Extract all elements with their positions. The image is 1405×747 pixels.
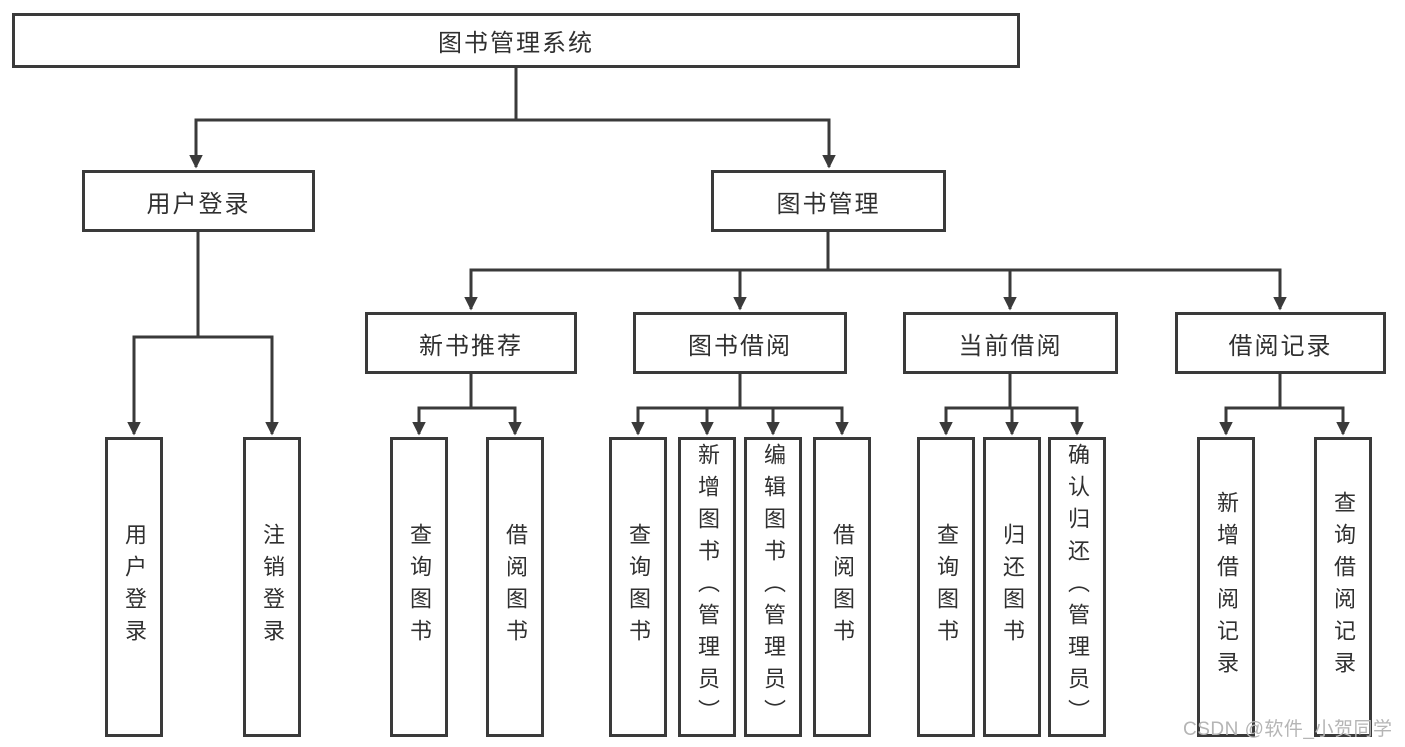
node-new-book-recommend: 新书推荐 bbox=[365, 312, 577, 374]
leaf-add-borrow-record: 新增借阅记录 bbox=[1197, 437, 1255, 737]
node-borrow-records: 借阅记录 bbox=[1175, 312, 1386, 374]
node-book-borrow: 图书借阅 bbox=[633, 312, 847, 374]
node-root: 图书管理系统 bbox=[12, 13, 1020, 68]
leaf-borrow-books: 借阅图书 bbox=[813, 437, 871, 737]
node-book-management: 图书管理 bbox=[711, 170, 946, 232]
leaf-edit-book-admin: 编辑图书（管理员） bbox=[744, 437, 802, 737]
leaf-add-book-admin: 新增图书（管理员） bbox=[678, 437, 736, 737]
leaf-query-books-current: 查询图书 bbox=[917, 437, 975, 737]
leaf-borrow-books-recommend: 借阅图书 bbox=[486, 437, 544, 737]
leaf-confirm-return-admin: 确认归还（管理员） bbox=[1048, 437, 1106, 737]
leaf-logout: 注销登录 bbox=[243, 437, 301, 737]
leaf-user-login: 用户登录 bbox=[105, 437, 163, 737]
node-current-borrow: 当前借阅 bbox=[903, 312, 1118, 374]
leaf-query-books-borrow: 查询图书 bbox=[609, 437, 667, 737]
watermark: CSDN @软件_小贺同学 bbox=[1183, 719, 1393, 740]
leaf-query-books-recommend: 查询图书 bbox=[390, 437, 448, 737]
node-user-login: 用户登录 bbox=[82, 170, 315, 232]
leaf-return-book: 归还图书 bbox=[983, 437, 1041, 737]
leaf-query-borrow-record: 查询借阅记录 bbox=[1314, 437, 1372, 737]
